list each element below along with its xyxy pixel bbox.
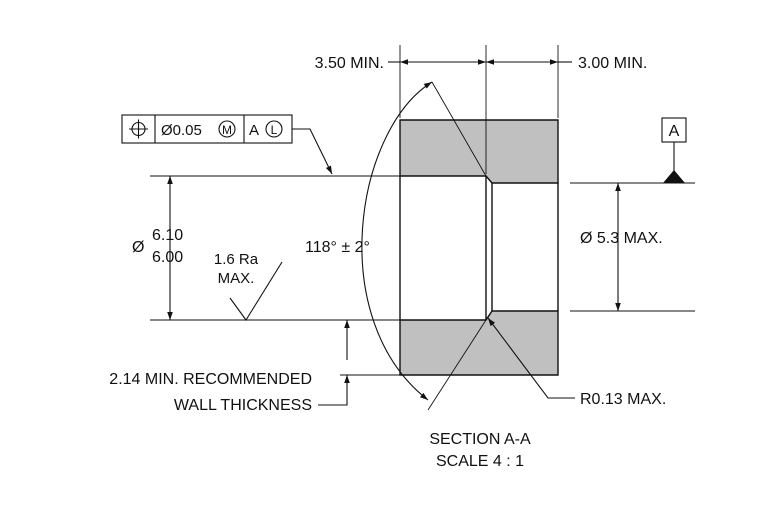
angle-extension-lower <box>427 319 487 411</box>
surface-finish-symbol: 1.6 Ra MAX. <box>214 251 283 321</box>
section-title-block: SECTION A-A SCALE 4 : 1 <box>429 431 531 470</box>
radius-callout: R0.13 MAX. <box>487 317 666 408</box>
wall-leader <box>318 398 348 406</box>
section-title: SECTION A-A <box>429 431 531 448</box>
angle-extension-upper <box>431 81 487 177</box>
lower-wall-section <box>399 310 559 376</box>
depth-right-label: 3.00 MIN. <box>578 55 647 72</box>
least-material-modifier-icon <box>265 120 283 138</box>
fcf-leader <box>292 128 333 175</box>
bore-diameter-lower: 6.00 <box>152 249 183 266</box>
wall-thickness-line1: 2.14 MIN. RECOMMENDED <box>109 371 312 388</box>
position-icon <box>129 119 148 139</box>
fcf-datum-modifier: L <box>271 123 278 137</box>
radius-label: R0.13 MAX. <box>580 391 666 408</box>
surface-finish-check <box>229 261 283 321</box>
datum-triangle-icon <box>663 170 685 183</box>
wall-thickness-dimension: 2.14 MIN. RECOMMENDED WALL THICKNESS <box>109 320 400 414</box>
datum-feature: A <box>661 117 687 183</box>
diameter-symbol: Ø <box>132 239 144 256</box>
fcf-tolerance: Ø0.05 <box>161 122 202 139</box>
datum-label: A <box>669 123 680 140</box>
fcf-tolerance-modifier: M <box>222 123 232 137</box>
upper-wall-section <box>399 119 559 184</box>
inner-diameter-dimension: Ø 5.3 MAX. <box>570 182 695 312</box>
max-material-modifier-icon <box>218 120 236 138</box>
surface-finish-value: 1.6 Ra <box>214 251 259 268</box>
angle-dimension: 118° ± 2° <box>305 81 487 411</box>
part-section <box>399 119 559 376</box>
fcf-datum: A <box>249 122 259 139</box>
inner-diameter-label: Ø 5.3 MAX. <box>580 230 663 247</box>
wall-thickness-line2: WALL THICKNESS <box>174 397 312 414</box>
angle-arc <box>361 81 433 401</box>
feature-control-frame: Ø0.05 M A L <box>121 114 333 175</box>
bore-diameter-dimension: Ø 6.10 6.00 <box>132 175 400 321</box>
radius-leader <box>487 317 575 399</box>
depth-left-label: 3.50 MIN. <box>315 55 384 72</box>
bore-diameter-upper: 6.10 <box>152 227 183 244</box>
depth-dimensions: 3.50 MIN. 3.00 MIN. <box>315 45 647 174</box>
surface-finish-max: MAX. <box>218 270 255 287</box>
section-scale: SCALE 4 : 1 <box>436 453 524 470</box>
angle-label: 118° ± 2° <box>305 239 370 256</box>
